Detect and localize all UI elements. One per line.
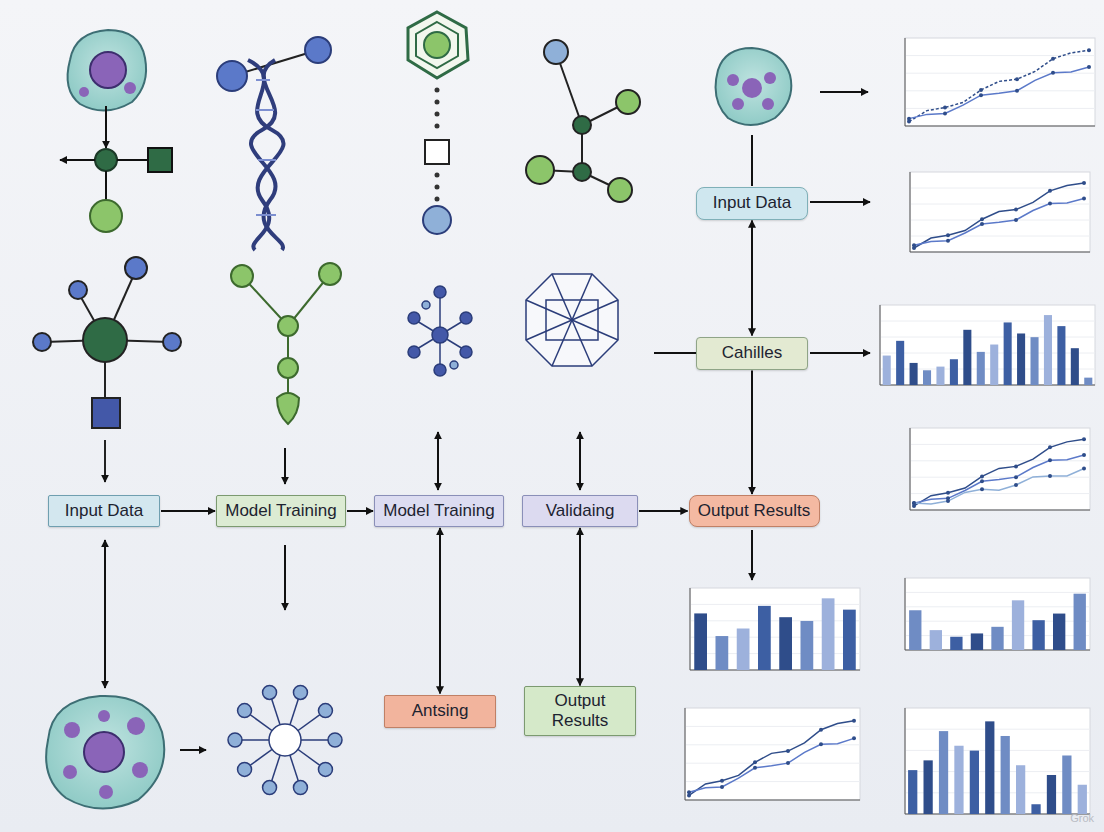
flow-arrow: [751, 371, 753, 495]
icon-cell: [716, 48, 792, 186]
process-box: Input Data: [48, 495, 160, 527]
box-label: Output Results: [698, 501, 810, 521]
watermark: Grok: [1070, 812, 1094, 824]
icon-molecule: [231, 263, 341, 484]
box-label: Input Data: [65, 501, 143, 521]
process-box: Validaing: [522, 495, 638, 527]
box-label: Model Training: [225, 501, 337, 521]
icon-virus: [408, 12, 468, 234]
flow-arrow: [579, 528, 581, 685]
box-label: Cahilles: [722, 343, 782, 363]
icon-cell: [46, 540, 206, 809]
process-box: Input Data: [696, 187, 808, 220]
box-label: Input Data: [713, 193, 791, 213]
flow-arrow: [751, 221, 753, 336]
process-box: Antsing: [384, 695, 496, 728]
flow-arrow: [439, 528, 441, 694]
process-box: Cahilles: [696, 337, 808, 370]
box-label: Output Results: [530, 691, 630, 730]
process-box: Model Training: [216, 495, 346, 527]
icon-network: [526, 274, 618, 490]
icon-molecule: [526, 40, 640, 202]
process-box: Output Results: [689, 495, 820, 527]
box-label: Validaing: [546, 501, 615, 521]
icon-network: [228, 545, 342, 795]
icon-molecule: [408, 286, 472, 490]
flow-arrow: [639, 510, 688, 512]
process-box: Model Training: [374, 495, 504, 527]
layout-arrows: [654, 92, 870, 580]
charts: [685, 38, 1095, 814]
icon-dna: [217, 37, 331, 250]
process-box: Output Results: [524, 686, 636, 735]
box-label: Antsing: [412, 701, 469, 721]
flow-arrow: [347, 510, 373, 512]
flow-arrow: [161, 510, 215, 512]
icon-cell: [60, 30, 172, 232]
box-label: Model Training: [383, 501, 495, 521]
icon-network: [33, 257, 181, 482]
